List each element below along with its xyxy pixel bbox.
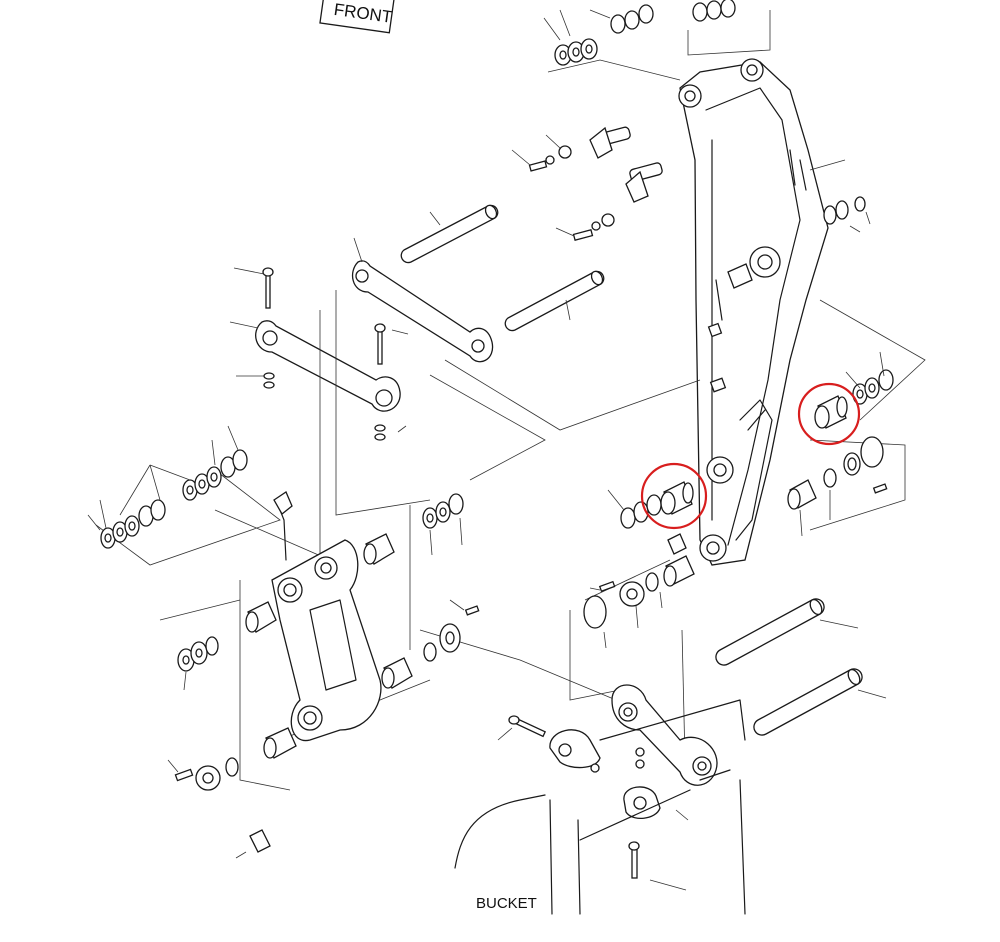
bucket-link	[271, 491, 382, 742]
front-label: FRONT	[319, 0, 395, 34]
highlighted-bushing-right	[797, 382, 861, 446]
left-washer-stack	[87, 425, 248, 549]
highlight-circle-lower	[640, 462, 708, 530]
highlighted-bushing-lower	[640, 462, 708, 530]
bushings-lower-left	[245, 533, 413, 759]
highlight-circle-right	[797, 382, 861, 446]
bucket-bracket	[454, 684, 746, 915]
long-pins	[400, 204, 887, 736]
link-arms	[229, 237, 494, 441]
lower-left-hardware	[167, 636, 271, 859]
upper-shim-stack	[543, 4, 681, 81]
center-washer-stack	[422, 493, 464, 556]
arm-body	[678, 58, 846, 566]
top-pins-and-bolts	[511, 126, 663, 242]
lower-center-hardware	[423, 489, 695, 662]
right-hardware	[727, 196, 894, 537]
top-right-shim-stack	[687, 0, 771, 56]
bucket-label: BUCKET	[476, 895, 537, 912]
